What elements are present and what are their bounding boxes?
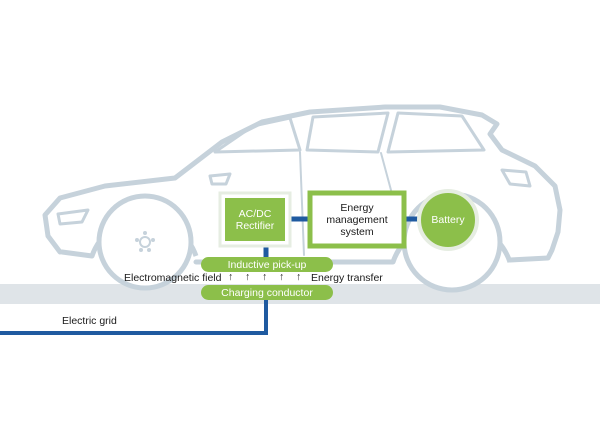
electromagnetic-field-label: Electromagnetic field xyxy=(124,272,222,284)
electric-grid-label: Electric grid xyxy=(62,315,117,327)
inductive-pickup-label: Inductive pick-up xyxy=(227,258,307,271)
energy-management-label: Energy management system xyxy=(326,202,388,238)
energy-management-box xyxy=(307,190,407,249)
battery-circle xyxy=(417,189,479,251)
battery-label: Battery xyxy=(431,214,465,226)
rectifier-label: AC/DC Rectifier xyxy=(235,207,275,232)
charging-conductor-pill xyxy=(201,285,333,300)
front-wheel xyxy=(96,193,194,291)
energy-arrow-icon: ↑ xyxy=(296,271,302,283)
energy-arrow-icon: ↑ xyxy=(245,271,251,283)
charging-conductor-label: Charging conductor xyxy=(221,286,313,299)
electric-grid-cable xyxy=(0,300,268,335)
inductive-pickup-pill xyxy=(201,257,333,272)
rectifier-box-inner xyxy=(225,198,285,241)
energy-arrow-icon: ↑ xyxy=(262,271,268,283)
energy-arrow-icon: ↑ xyxy=(228,271,234,283)
energy-arrow-icon: ↑ xyxy=(279,271,285,283)
energy-transfer-label: Energy transfer xyxy=(311,272,383,284)
